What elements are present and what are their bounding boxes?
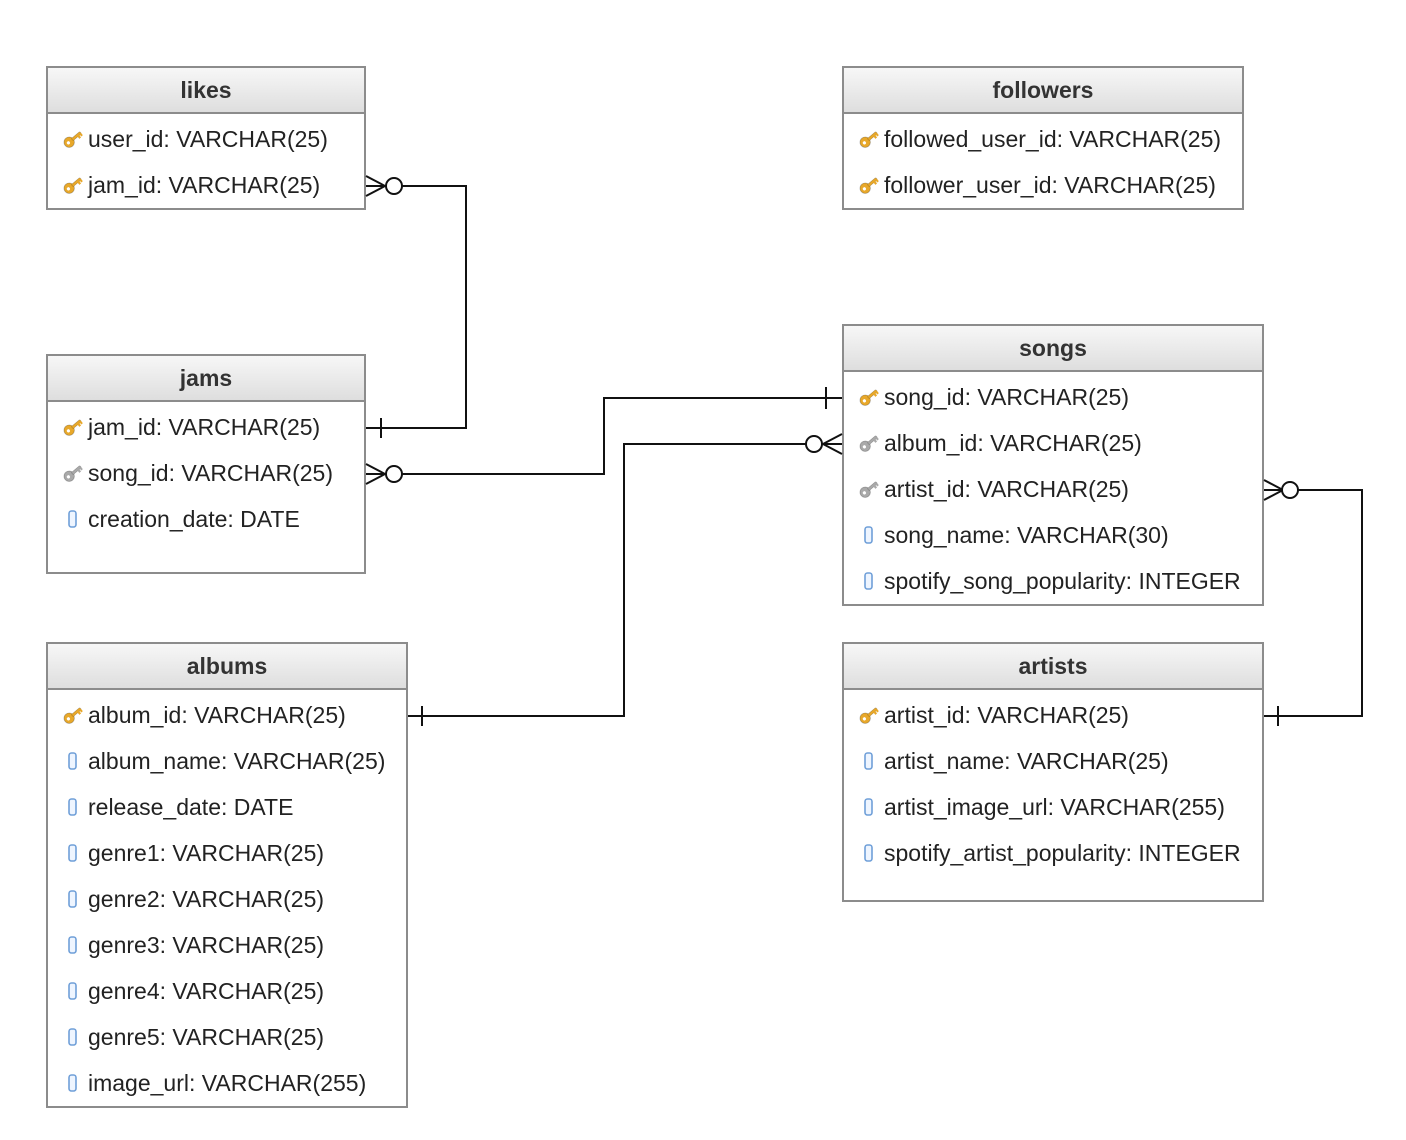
column-label: jam_id: VARCHAR(25)	[88, 171, 321, 198]
primary-key-icon	[856, 172, 882, 198]
column-list: song_id: VARCHAR(25) album_id: VARCHAR(25…	[844, 372, 1262, 604]
foreign-key-icon	[856, 476, 882, 502]
table-followers[interactable]: followers followed_user_id: VARCHAR(25)f…	[842, 66, 1244, 210]
column-row[interactable]: artist_id: VARCHAR(25)	[844, 466, 1262, 512]
column-label: followed_user_id: VARCHAR(25)	[884, 125, 1222, 152]
primary-key-icon	[856, 126, 882, 152]
relationship-albums-songs[interactable]	[408, 433, 843, 726]
primary-key-icon	[60, 172, 86, 198]
primary-key-icon	[60, 126, 86, 152]
primary-key-icon	[60, 414, 86, 440]
column-row[interactable]: genre2: VARCHAR(25)	[48, 876, 406, 922]
column-row[interactable]: spotify_artist_popularity: INTEGER	[844, 830, 1262, 876]
column-row[interactable]: followed_user_id: VARCHAR(25)	[844, 116, 1242, 162]
primary-key-icon	[856, 702, 882, 728]
table-header: artists	[844, 644, 1262, 690]
primary-key-icon	[60, 702, 86, 728]
column-label: image_url: VARCHAR(255)	[88, 1069, 367, 1096]
column-label: artist_id: VARCHAR(25)	[884, 701, 1129, 728]
column-label: genre2: VARCHAR(25)	[88, 885, 325, 912]
column-label: album_name: VARCHAR(25)	[88, 747, 386, 774]
table-jams[interactable]: jams jam_id: VARCHAR(25) song_id: VARCHAR…	[46, 354, 366, 574]
column-icon	[856, 794, 882, 820]
column-icon	[856, 568, 882, 594]
column-row[interactable]: album_id: VARCHAR(25)	[844, 420, 1262, 466]
primary-key-icon	[856, 384, 882, 410]
column-row[interactable]: genre1: VARCHAR(25)	[48, 830, 406, 876]
relationship-songs-jams[interactable]	[365, 387, 842, 485]
column-row[interactable]: genre4: VARCHAR(25)	[48, 968, 406, 1014]
column-icon	[856, 522, 882, 548]
column-icon	[60, 840, 86, 866]
column-label: genre5: VARCHAR(25)	[88, 1023, 325, 1050]
column-row[interactable]: album_id: VARCHAR(25)	[48, 692, 406, 738]
column-row[interactable]: spotify_song_popularity: INTEGER	[844, 558, 1262, 604]
table-header: albums	[48, 644, 406, 690]
column-row[interactable]: genre3: VARCHAR(25)	[48, 922, 406, 968]
table-header: songs	[844, 326, 1262, 372]
table-header: followers	[844, 68, 1242, 114]
table-header: likes	[48, 68, 364, 114]
table-likes[interactable]: likes user_id: VARCHAR(25) jam_id: VARCHA…	[46, 66, 366, 210]
column-row[interactable]: genre5: VARCHAR(25)	[48, 1014, 406, 1060]
column-label: spotify_song_popularity: INTEGER	[884, 567, 1241, 594]
column-row[interactable]: song_name: VARCHAR(30)	[844, 512, 1262, 558]
column-list: jam_id: VARCHAR(25) song_id: VARCHAR(25) c…	[48, 402, 364, 542]
column-label: user_id: VARCHAR(25)	[88, 125, 328, 152]
column-label: jam_id: VARCHAR(25)	[88, 413, 321, 440]
column-list: album_id: VARCHAR(25) album_name: VARCHAR…	[48, 690, 406, 1106]
column-label: album_id: VARCHAR(25)	[88, 701, 346, 728]
table-artists[interactable]: artists artist_id: VARCHAR(25) artist_nam…	[842, 642, 1264, 902]
column-row[interactable]: album_name: VARCHAR(25)	[48, 738, 406, 784]
table-albums[interactable]: albums album_id: VARCHAR(25) album_name: …	[46, 642, 408, 1108]
column-row[interactable]: image_url: VARCHAR(255)	[48, 1060, 406, 1106]
column-row[interactable]: follower_user_id: VARCHAR(25)	[844, 162, 1242, 208]
column-icon	[60, 794, 86, 820]
column-label: follower_user_id: VARCHAR(25)	[884, 171, 1216, 198]
column-row[interactable]: jam_id: VARCHAR(25)	[48, 162, 364, 208]
column-row[interactable]: release_date: DATE	[48, 784, 406, 830]
column-label: spotify_artist_popularity: INTEGER	[884, 839, 1241, 866]
column-row[interactable]: artist_image_url: VARCHAR(255)	[844, 784, 1262, 830]
column-icon	[856, 748, 882, 774]
column-label: genre4: VARCHAR(25)	[88, 977, 325, 1004]
column-row[interactable]: song_id: VARCHAR(25)	[844, 374, 1262, 420]
column-row[interactable]: user_id: VARCHAR(25)	[48, 116, 364, 162]
column-row[interactable]: jam_id: VARCHAR(25)	[48, 404, 364, 450]
table-header: jams	[48, 356, 364, 402]
column-label: release_date: DATE	[88, 793, 294, 820]
column-icon	[60, 506, 86, 532]
foreign-key-icon	[856, 430, 882, 456]
column-list: user_id: VARCHAR(25) jam_id: VARCHAR(25)	[48, 114, 364, 208]
column-icon	[60, 1024, 86, 1050]
column-icon	[60, 1070, 86, 1096]
column-list: followed_user_id: VARCHAR(25) follower_us…	[844, 114, 1242, 208]
column-label: artist_image_url: VARCHAR(255)	[884, 793, 1225, 820]
column-icon	[60, 748, 86, 774]
relationship-artists-songs[interactable]	[1263, 479, 1363, 726]
relationship-jams-likes[interactable]	[365, 175, 467, 438]
column-label: artist_id: VARCHAR(25)	[884, 475, 1129, 502]
column-icon	[60, 886, 86, 912]
column-label: genre1: VARCHAR(25)	[88, 839, 325, 866]
foreign-key-icon	[60, 460, 86, 486]
column-label: album_id: VARCHAR(25)	[884, 429, 1142, 456]
column-row[interactable]: artist_id: VARCHAR(25)	[844, 692, 1262, 738]
column-icon	[856, 840, 882, 866]
table-songs[interactable]: songs song_id: VARCHAR(25) album_id: VARC…	[842, 324, 1264, 606]
column-label: song_id: VARCHAR(25)	[884, 383, 1130, 410]
column-label: creation_date: DATE	[88, 505, 300, 532]
column-row[interactable]: artist_name: VARCHAR(25)	[844, 738, 1262, 784]
column-icon	[60, 978, 86, 1004]
column-label: song_name: VARCHAR(30)	[884, 521, 1169, 548]
column-label: artist_name: VARCHAR(25)	[884, 747, 1169, 774]
column-label: song_id: VARCHAR(25)	[88, 459, 334, 486]
column-row[interactable]: creation_date: DATE	[48, 496, 364, 542]
column-row[interactable]: song_id: VARCHAR(25)	[48, 450, 364, 496]
column-list: artist_id: VARCHAR(25) artist_name: VARCH…	[844, 690, 1262, 876]
column-label: genre3: VARCHAR(25)	[88, 931, 325, 958]
column-icon	[60, 932, 86, 958]
